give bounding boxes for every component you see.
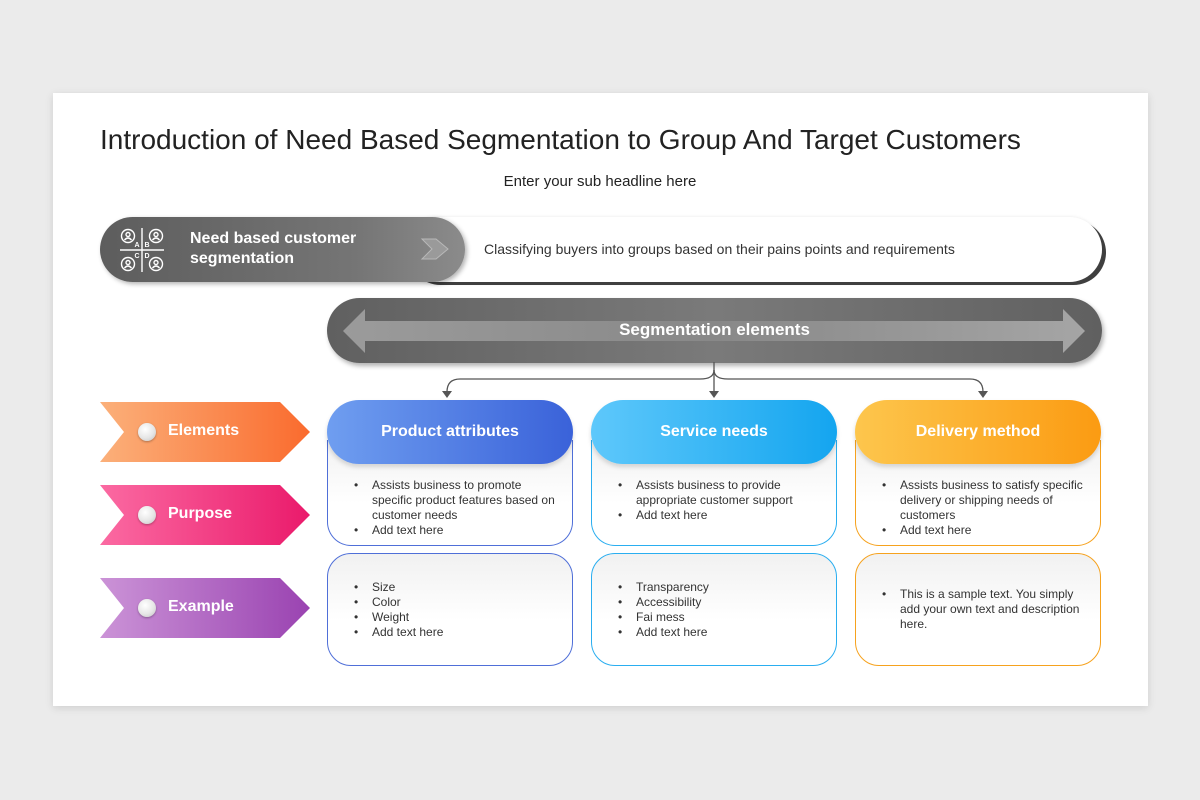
list-item: Fai mess <box>616 610 822 625</box>
row-elements: Elements <box>100 402 310 462</box>
row-purpose-label: Purpose <box>168 505 233 522</box>
chevron-right-icon <box>420 238 449 260</box>
list-item: Accessibility <box>616 595 822 610</box>
row-purpose: Purpose <box>100 485 310 545</box>
row-purpose-dot <box>138 506 156 524</box>
connector-arrows <box>442 362 988 398</box>
need-based-segmentation-label: Need based customer segmentation <box>190 230 357 267</box>
row-example-arrow <box>100 578 310 638</box>
delivery-method-header: Delivery method <box>855 400 1101 464</box>
page-title: Introduction of Need Based Segmentation … <box>100 124 1021 155</box>
segment-letter-a: A <box>135 242 140 249</box>
service-needs-header: Service needs <box>591 400 837 464</box>
delivery-method-example-card: This is a sample text. You simply add yo… <box>855 553 1101 666</box>
list-item: Assists business to promote specific pro… <box>352 478 558 523</box>
service-needs-example-card: Transparency Accessibility Fai mess Add … <box>591 553 837 666</box>
page-subtitle: Enter your sub headline here <box>503 173 697 190</box>
row-example-dot <box>138 599 156 617</box>
row-elements-label: Elements <box>168 422 240 439</box>
list-item: Add text here <box>616 508 822 523</box>
list-item: This is a sample text. You simply add yo… <box>880 587 1086 632</box>
list-item: Color <box>352 595 558 610</box>
double-arrow-icon <box>343 309 1085 353</box>
list-item: Size <box>352 580 558 595</box>
row-elements-arrow <box>100 402 310 462</box>
segment-letter-d: D <box>145 253 150 260</box>
list-item: Add text here <box>616 625 822 640</box>
product-attributes-example-card: Size Color Weight Add text here <box>327 553 573 666</box>
list-item: Add text here <box>880 523 1086 538</box>
list-item: Weight <box>352 610 558 625</box>
row-example: Example <box>100 578 310 638</box>
customer-segments-icon: A B C D <box>120 228 164 272</box>
row-purpose-arrow <box>100 485 310 545</box>
list-item: Assists business to provide appropriate … <box>616 478 822 508</box>
list-item: Assists business to satisfy specific del… <box>880 478 1086 523</box>
list-item: Add text here <box>352 523 558 538</box>
row-example-label: Example <box>168 598 234 615</box>
product-attributes-header: Product attributes <box>327 400 573 464</box>
row-elements-dot <box>138 423 156 441</box>
segment-letter-b: B <box>145 242 150 249</box>
list-item: Transparency <box>616 580 822 595</box>
segmentation-elements-label: Segmentation elements <box>619 320 810 339</box>
segment-letter-c: C <box>135 253 140 260</box>
description-pill <box>404 217 1102 282</box>
segmentation-description: Classifying buyers into groups based on … <box>484 241 955 257</box>
list-item: Add text here <box>352 625 558 640</box>
